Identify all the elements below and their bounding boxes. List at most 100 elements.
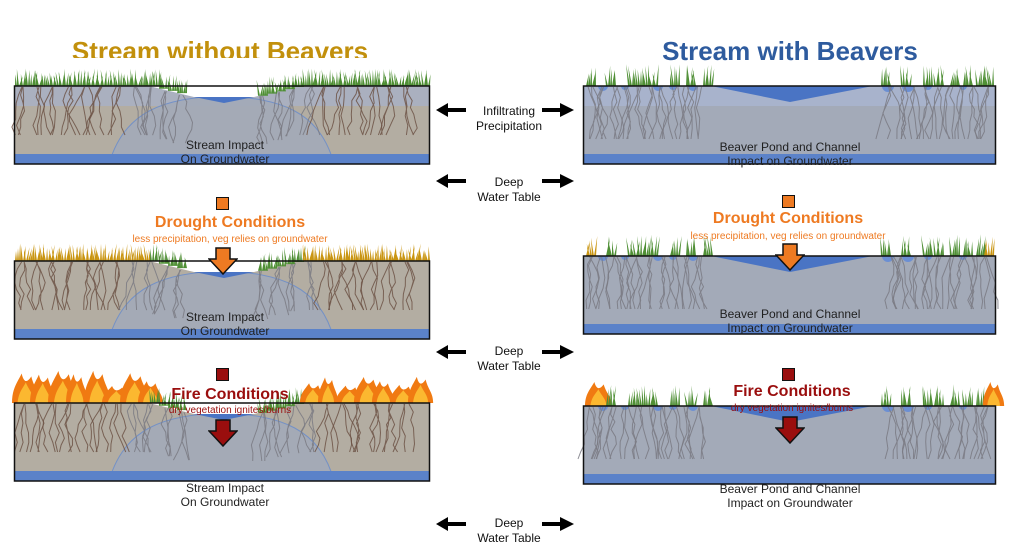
flame-core-icon — [359, 384, 377, 403]
grass-icon — [670, 64, 680, 86]
grass-icon — [418, 69, 431, 86]
root-icon — [107, 86, 126, 136]
root-icon — [300, 403, 317, 453]
root-icon — [256, 95, 268, 145]
grass-icon — [375, 243, 385, 261]
flame-core-icon — [590, 389, 607, 406]
grass-icon — [167, 75, 179, 91]
flame-core-icon — [395, 390, 412, 403]
root-icon — [669, 256, 684, 310]
grass-icon — [274, 75, 286, 92]
root-icon — [126, 403, 146, 453]
fire-title-left: Fire Conditions — [171, 386, 289, 403]
root-icon — [891, 256, 909, 310]
drought-marker-left — [216, 197, 229, 210]
beaver-pond — [711, 86, 873, 102]
label-line-2: Impact on Groundwater — [727, 321, 853, 335]
grass-icon — [267, 394, 277, 411]
grass-icon — [606, 236, 618, 256]
label-line-2: On Groundwater — [180, 152, 270, 166]
root-icon — [42, 403, 60, 453]
root-icon — [160, 407, 173, 457]
root-icon — [901, 406, 918, 460]
grass-icon — [934, 385, 944, 406]
grass-icon — [606, 385, 616, 406]
beaver-pond — [711, 406, 873, 422]
root-icon — [360, 261, 379, 311]
root-icon — [251, 270, 269, 320]
grass-icon — [411, 243, 421, 261]
grass-icon — [294, 245, 306, 262]
root-icon — [618, 86, 647, 140]
label-line-2: Water Table — [477, 359, 541, 373]
root-icon — [591, 406, 607, 460]
grass-icon — [357, 69, 369, 86]
root-icon — [690, 256, 708, 310]
water-pocket — [621, 86, 629, 90]
root-icon — [379, 86, 396, 136]
grass-icon — [586, 67, 596, 86]
panel-without-beavers-fire — [12, 370, 434, 485]
root-icon — [681, 256, 696, 310]
grass-icon — [975, 65, 986, 86]
cross-section-illustration — [582, 64, 997, 165]
root-icon — [909, 256, 919, 310]
down-arrow-icon-drought-right — [775, 243, 805, 271]
grass-icon — [330, 71, 340, 86]
stream-channel — [194, 97, 254, 103]
grass-icon — [628, 387, 638, 406]
grass-icon — [365, 243, 378, 261]
grass-icon — [881, 385, 892, 406]
panel-border — [13, 402, 431, 482]
drought-marker-right — [782, 195, 795, 208]
grass-icon — [637, 66, 648, 86]
water-pocket — [688, 406, 698, 411]
root-icon — [168, 94, 194, 144]
grass-icon — [285, 388, 295, 407]
deep-water-table — [583, 474, 996, 484]
panel-without-beavers-drought — [13, 233, 431, 343]
root-icon — [403, 86, 418, 136]
grass-icon — [923, 65, 933, 86]
root-icon — [172, 269, 185, 319]
root-icon — [142, 404, 154, 453]
root-icon — [973, 86, 990, 140]
root-icon — [941, 256, 958, 310]
grass-icon — [177, 393, 187, 411]
grass-icon — [348, 244, 358, 261]
root-icon — [639, 256, 653, 310]
grass-icon — [96, 69, 107, 86]
panel-border — [13, 85, 431, 165]
root-icon — [954, 86, 966, 140]
root-icon — [915, 406, 935, 460]
grass-icon — [963, 64, 973, 86]
grass-icon — [276, 390, 287, 409]
root-icon — [605, 256, 624, 310]
label-line-1: Stream Impact — [185, 310, 265, 324]
grass-icon — [670, 236, 682, 256]
grass-icon — [586, 236, 598, 256]
deep-water-table — [14, 154, 430, 164]
flame-core-icon — [322, 385, 335, 403]
root-icon — [109, 403, 130, 453]
root-icon — [969, 406, 983, 460]
right-panel-label-fire: Beaver Pond and Channel Impact on Ground… — [700, 482, 880, 510]
left-panel-label-normal: Stream Impact On Groundwater — [150, 138, 300, 166]
grass-icon — [130, 244, 142, 261]
root-icon — [349, 403, 362, 453]
panel-border — [582, 405, 997, 485]
label-line-1: Infiltrating — [482, 104, 536, 118]
root-icon — [688, 406, 706, 460]
root-icon — [30, 261, 46, 311]
flame-core-icon — [413, 384, 429, 403]
label-line-1: Deep — [494, 516, 524, 530]
root-icon — [642, 86, 657, 140]
root-icon — [118, 261, 138, 311]
root-icon — [942, 406, 964, 460]
flame-core-icon — [305, 389, 321, 403]
grass-icon — [87, 244, 97, 261]
root-icon — [60, 86, 81, 136]
grass-icon — [949, 234, 960, 256]
root-icon — [152, 265, 170, 315]
root-icon — [618, 256, 636, 310]
